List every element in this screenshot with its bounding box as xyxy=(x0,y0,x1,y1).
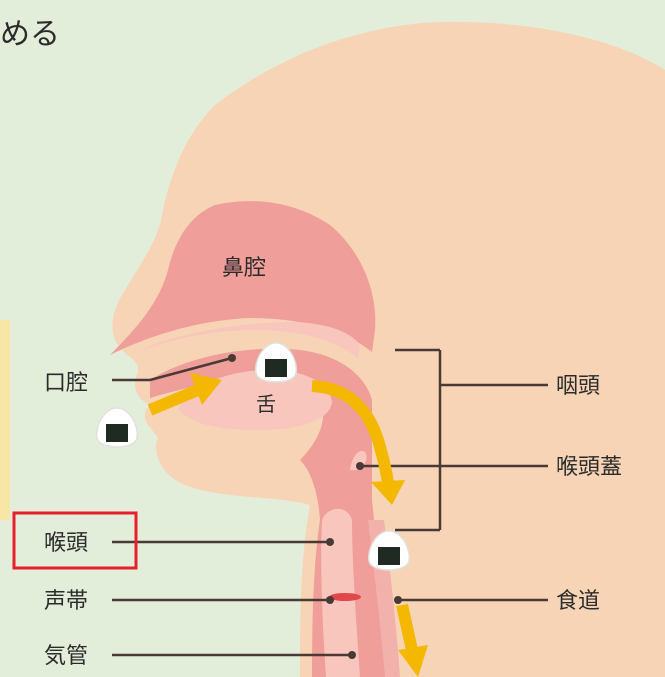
dot-epiglottis xyxy=(356,462,364,470)
label-oral-cavity: 口腔 xyxy=(44,371,88,396)
label-trachea: 気管 xyxy=(44,644,88,669)
dot-oral xyxy=(228,354,236,362)
title-fragment: める xyxy=(0,17,60,52)
label-pharynx: 咽頭 xyxy=(556,374,600,399)
label-nasal-cavity: 鼻腔 xyxy=(222,256,266,281)
dot-trachea xyxy=(348,651,356,659)
label-vocal-cords: 声帯 xyxy=(44,589,88,614)
left-edge-strip xyxy=(0,320,10,520)
dot-vocal-cords xyxy=(326,596,334,604)
label-esophagus: 食道 xyxy=(556,589,600,614)
dot-esophagus xyxy=(394,596,402,604)
rice-ball-icon xyxy=(97,408,138,447)
label-larynx: 喉頭 xyxy=(44,531,88,556)
dot-larynx xyxy=(326,538,334,546)
label-tongue: 舌 xyxy=(256,392,276,416)
label-epiglottis: 喉頭蓋 xyxy=(556,455,622,480)
